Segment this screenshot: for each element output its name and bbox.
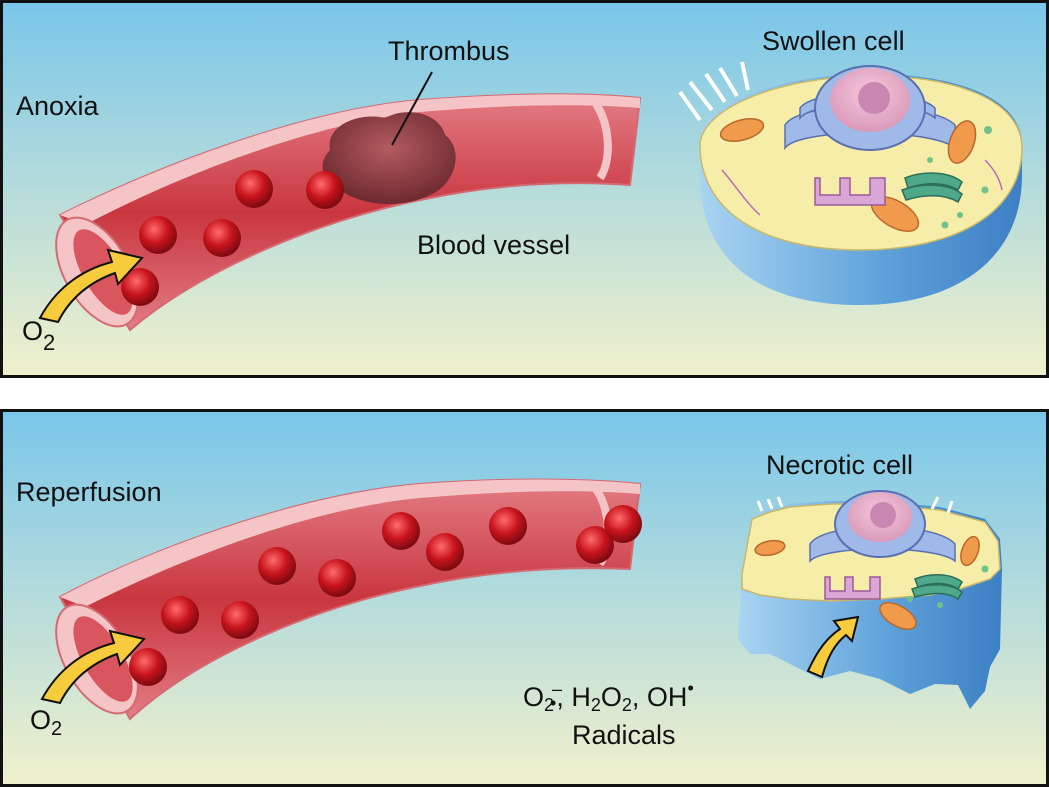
hydroxyl-symbol: , OH [632,682,688,712]
oxygen-subscript: 2 [43,330,55,355]
oxygen-label: O2 [30,705,62,740]
red-blood-cell [129,648,167,686]
oxygen-arrow-icon [40,629,146,705]
mitochondrion [719,118,765,142]
hydroxyl-radical-dot: • [687,678,693,698]
panel-border [0,409,1049,787]
oxygen-subscript: 2 [51,718,62,740]
superoxide-subscript: 2 [544,695,554,715]
superoxide-radical-dot: • [550,693,556,713]
red-blood-cell [139,216,177,254]
panel-border [0,0,1049,378]
golgi-apparatus [901,172,963,204]
peroxide-oxygen: O [601,682,622,712]
smooth-er [814,177,886,206]
oxygen-arrow-icon [38,248,144,324]
thrombus-pointer [391,71,433,146]
red-blood-cells [121,170,344,306]
oxygen-symbol: O [22,316,43,346]
vesicles [907,565,989,608]
red-blood-cell [576,526,614,564]
mitochondrion [947,120,977,164]
blood-vessel [55,93,642,332]
golgi-apparatus [911,574,963,601]
red-blood-cell [258,547,296,585]
superoxide-symbol: O [523,682,544,712]
peroxide-subscript-2: 2 [622,695,632,715]
anoxia-panel: Anoxia Thrombus Blood vessel Swollen cel… [0,0,1049,378]
condition-label: Anoxia [16,91,100,121]
red-blood-cell [306,171,344,209]
nucleolus [870,502,896,528]
mitochondrion [754,539,786,557]
radical-species-label: O2–•, H2O2, OH• [523,678,694,715]
red-blood-cell [489,507,527,545]
condition-label: Reperfusion [16,477,162,507]
red-blood-cell [161,596,199,634]
peroxide-subscript-1: 2 [591,695,601,715]
red-blood-cell [235,170,273,208]
necrotic-cell [738,490,1002,709]
blood-vessel-label: Blood vessel [417,230,570,260]
vesicles [927,126,992,229]
thrombus [322,112,456,205]
red-blood-cell [203,219,241,257]
red-blood-cell [604,505,642,543]
reperfusion-illustration: Reperfusion Necrotic cell O2 O2–•, H2O2,… [0,409,1049,787]
mitochondrion [879,602,917,630]
mitochondrion [960,535,980,567]
red-blood-cell [121,268,159,306]
cell-label: Necrotic cell [766,450,913,480]
thrombus-label: Thrombus [388,36,510,66]
swollen-cell [678,61,1023,306]
superoxide-charge: – [552,679,562,699]
cytoskeleton [721,159,1003,216]
oxygen-symbol: O [30,705,51,735]
peroxide-symbol: , H [556,682,591,712]
red-blood-cell [221,601,259,639]
radicals-label: Radicals [572,720,676,750]
cilia-fragments [756,496,954,514]
red-blood-cells [129,505,642,686]
red-blood-cell [426,533,464,571]
cilia [678,61,750,122]
red-blood-cell [318,559,356,597]
cell-label: Swollen cell [762,26,905,56]
smooth-er [824,576,881,600]
red-blood-cell [382,512,420,550]
radical-arrow-icon [806,615,860,679]
oxygen-label: O2 [22,316,55,355]
anoxia-illustration: Anoxia Thrombus Blood vessel Swollen cel… [0,0,1049,378]
reperfusion-panel: Reperfusion Necrotic cell O2 O2–•, H2O2,… [0,409,1049,787]
nucleolus [858,82,890,114]
